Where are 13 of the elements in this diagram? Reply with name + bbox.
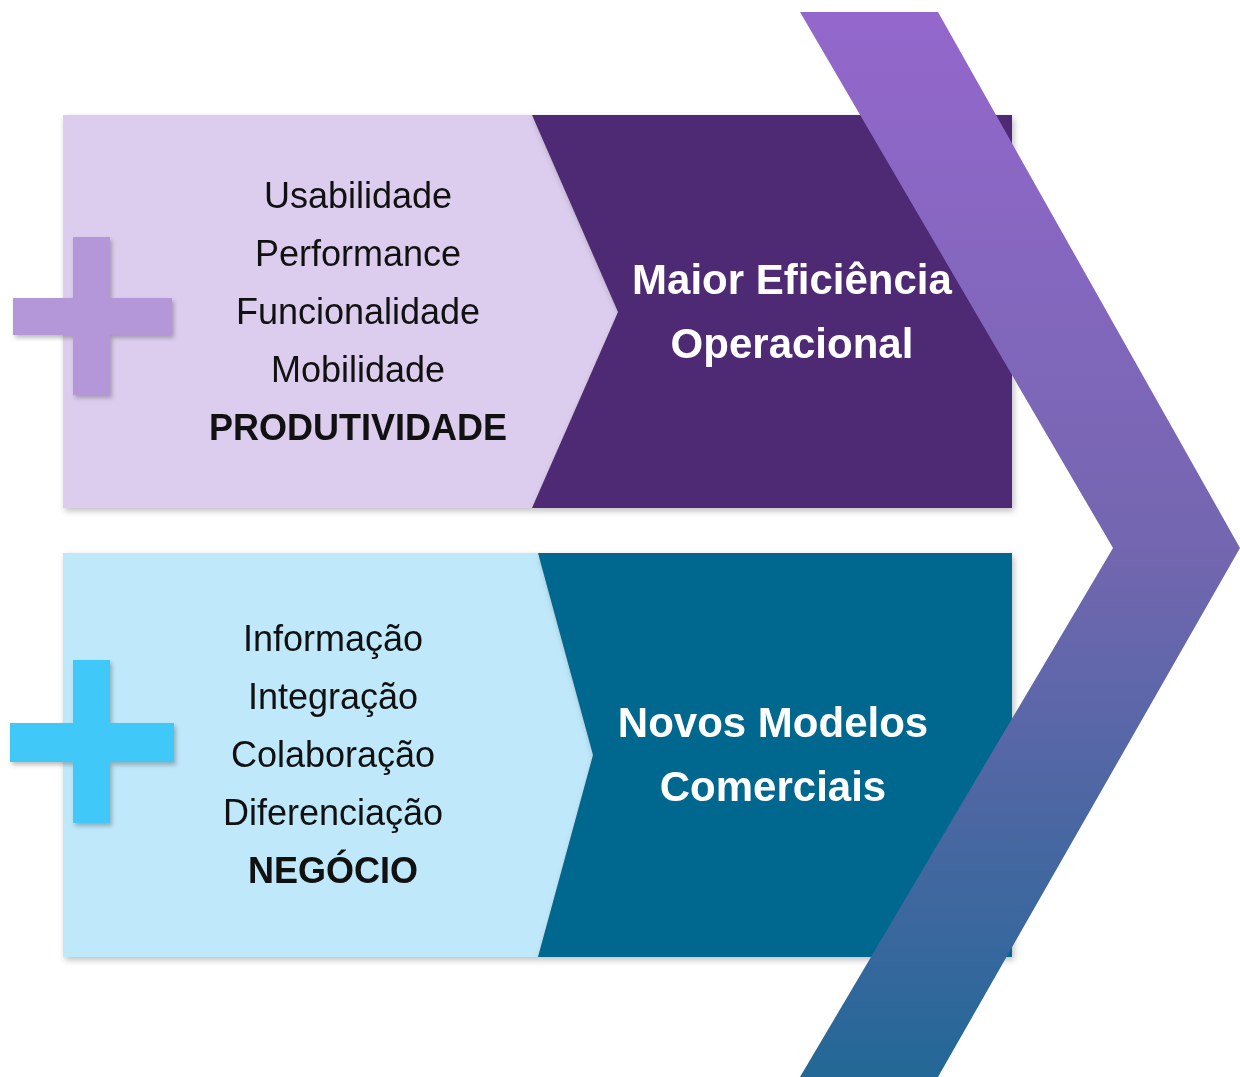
list-item: Colaboração (230, 733, 436, 777)
category-heading: PRODUTIVIDADE (209, 405, 507, 450)
panel-heading: Novos Modelos Comerciais (616, 698, 930, 812)
list-item: Usabilidade (263, 173, 453, 218)
category-heading: NEGÓCIO (248, 848, 418, 893)
list-item: Informação (242, 617, 424, 661)
list-panel (63, 553, 593, 957)
list-item: Integração (247, 675, 419, 719)
list-item: Performance (254, 231, 462, 276)
list-item: Diferenciação (222, 791, 444, 835)
list-item: Mobilidade (270, 347, 446, 392)
list-item: Funcionalidade (235, 289, 481, 334)
panel-heading: Maior Eficiência Operacional (631, 254, 953, 369)
